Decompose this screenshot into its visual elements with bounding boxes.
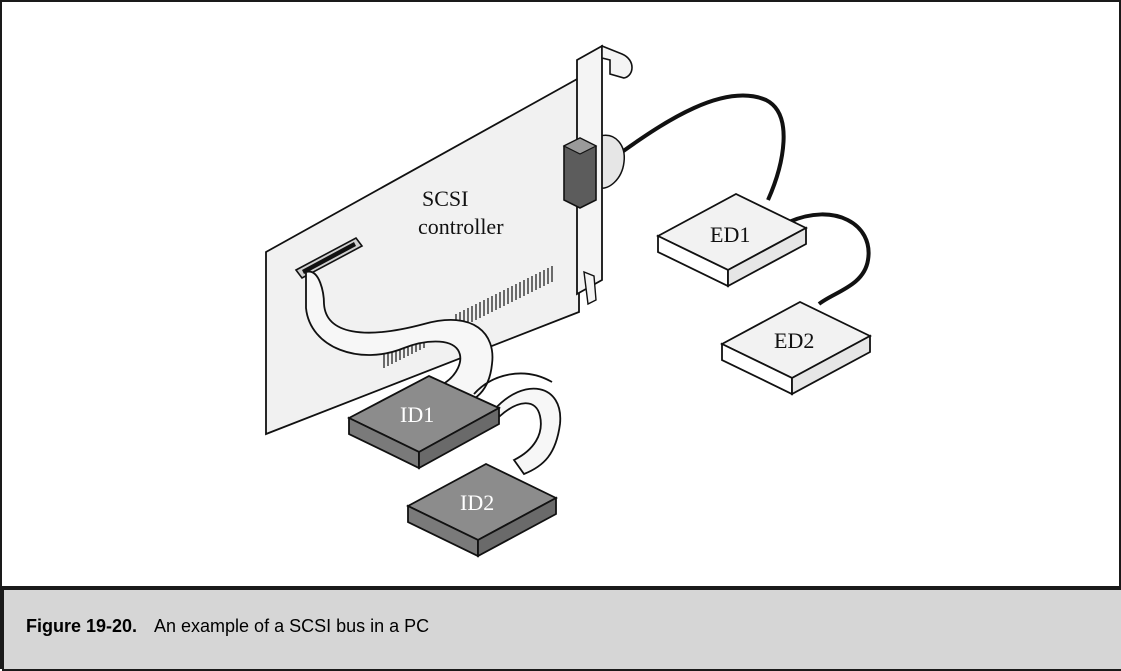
external-device-ed2: ED2 xyxy=(720,300,872,396)
ed2-label: ED2 xyxy=(774,328,814,353)
external-cable xyxy=(620,93,871,306)
external-device-ed1: ED1 xyxy=(656,192,808,288)
diagram-canvas: ID1 ID2 ED1 ED2 xyxy=(265,44,872,558)
id1-label: ID1 xyxy=(400,402,434,427)
scsi-bus-diagram: ID1 ID2 ED1 ED2 xyxy=(4,4,1121,588)
internal-device-id2: ID2 xyxy=(406,462,558,558)
figure-caption: An example of a SCSI bus in a PC xyxy=(154,616,430,636)
external-connector-plug xyxy=(599,134,625,189)
internal-device-id1: ID1 xyxy=(347,374,502,470)
external-port-block xyxy=(562,137,598,209)
figure-caption-bar: Figure 19-20. An example of a SCSI bus i… xyxy=(2,586,1121,671)
controller-label-line1: SCSI xyxy=(422,186,468,211)
id2-label: ID2 xyxy=(460,490,494,515)
controller-label-line2: controller xyxy=(418,214,504,239)
internal-ribbon-cable xyxy=(305,270,562,476)
figure-number: Figure 19-20. xyxy=(26,616,138,636)
ed1-label: ED1 xyxy=(710,222,750,247)
internal-cable-connector xyxy=(294,236,364,280)
